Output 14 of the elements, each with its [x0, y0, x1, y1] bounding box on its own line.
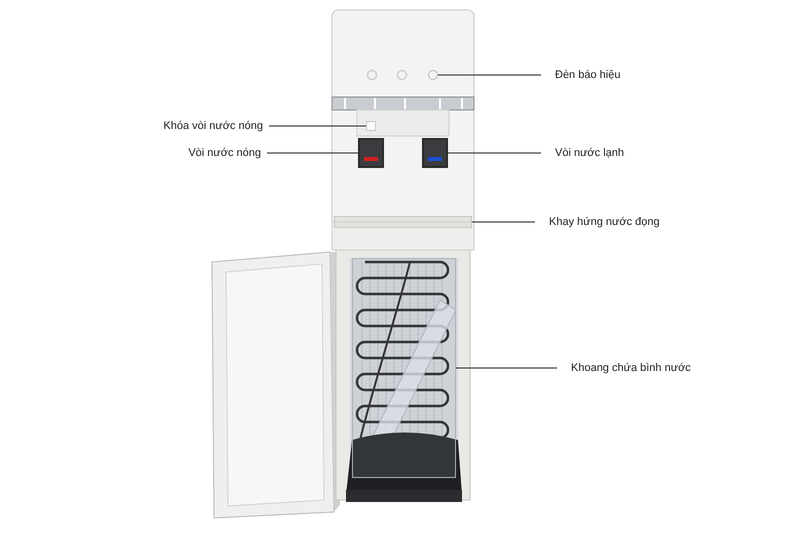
part-label: Khoang chứa bình nước: [571, 361, 691, 375]
leader-line: [448, 152, 542, 154]
hot-water-tap: [358, 138, 384, 168]
part-label: Vòi nước nóng: [155, 146, 261, 160]
drip-tray: [334, 216, 472, 228]
part-label: Đèn báo hiệu: [555, 68, 620, 82]
bottle-compartment: [352, 258, 456, 478]
part-label: Khóa vòi nước nóng: [155, 119, 263, 133]
cold-water-tap: [422, 138, 448, 168]
lock-button: [366, 121, 376, 131]
part-label: Khay hứng nước đọng: [549, 215, 660, 229]
leader-line: [438, 74, 542, 76]
part-label: Vòi nước lạnh: [555, 146, 624, 160]
leader-line: [266, 152, 358, 154]
